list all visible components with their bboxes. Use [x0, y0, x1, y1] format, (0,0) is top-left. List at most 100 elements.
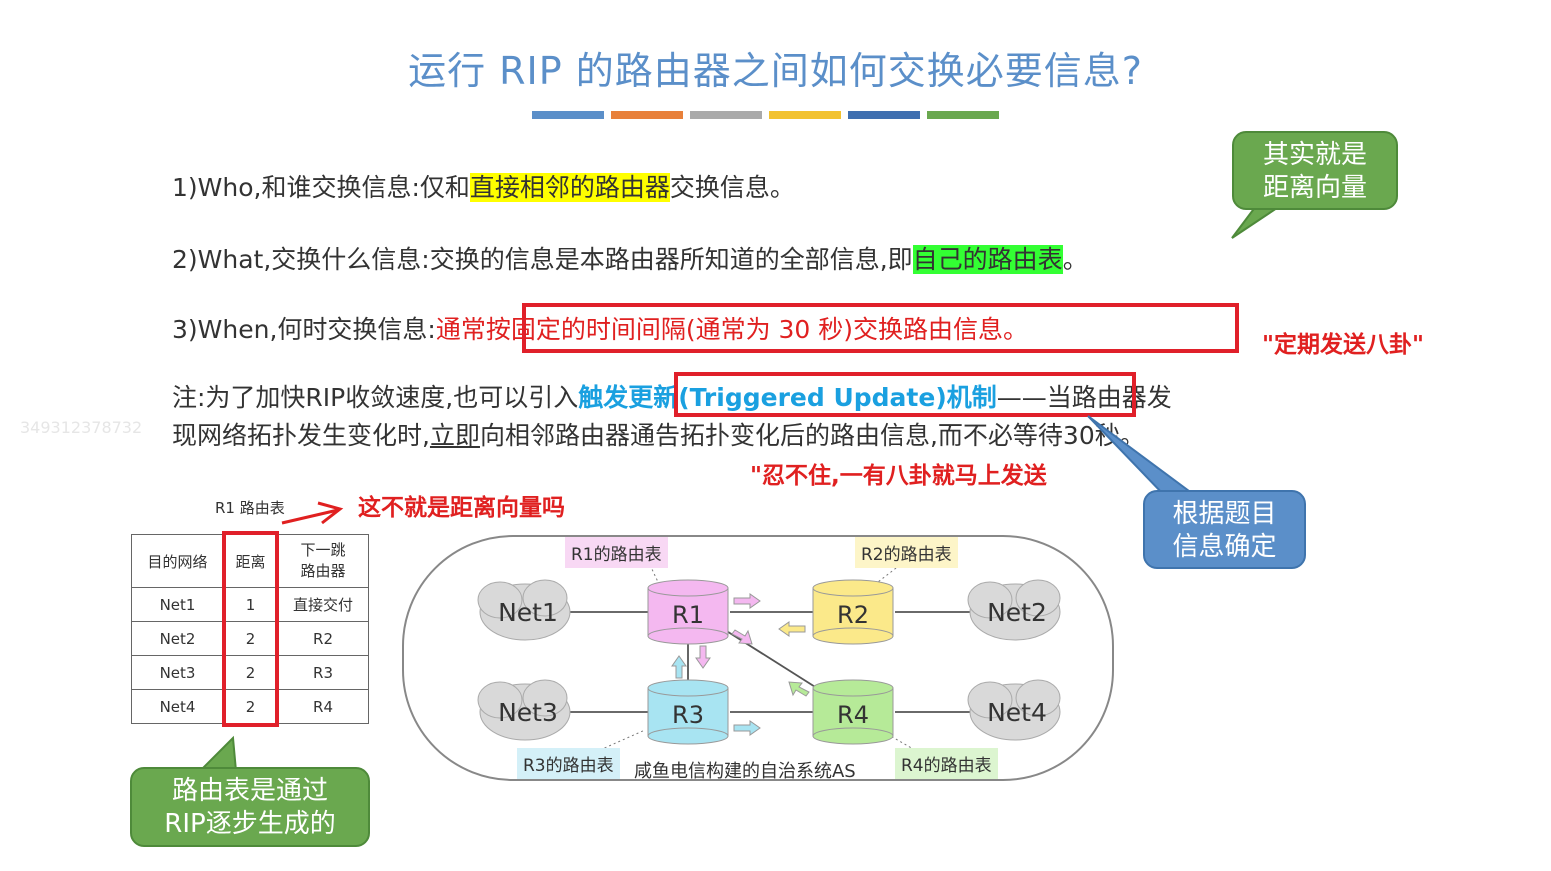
arrow-left-icon: [778, 621, 806, 637]
router-top: [812, 679, 894, 697]
page-title: 运行 RIP 的路由器之间如何交换必要信息?: [408, 49, 1143, 93]
cloud-shape: [477, 681, 523, 719]
r2-table-tag: R2的路由表: [855, 537, 958, 568]
routing-table-header: 目的网络 距离 下一跳 路由器: [131, 534, 369, 588]
red-arrow-head: [317, 501, 344, 525]
routing-table-caption: R1 路由表: [215, 499, 285, 517]
net2-label: Net2: [987, 598, 1047, 627]
note-prefix: 注:为了加快RIP收敛速度,也可以引入: [172, 383, 579, 412]
distance-vector-note: 这不就是距离向量吗: [358, 495, 565, 521]
what-highlight: 自己的路由表: [912, 245, 1063, 274]
who-highlight: 直接相邻的路由器: [469, 173, 670, 202]
cloud-shape: [967, 681, 1013, 719]
by-question-callout: 根据题目 信息确定: [1143, 490, 1306, 569]
note-line2-b: 向相邻路由器通告拓扑变化后的路由信息,而不必等待30秒。: [479, 421, 1145, 450]
triggered-note: "忍不住,一有八卦就马上发送: [750, 463, 1047, 489]
table-cell: Net1: [131, 587, 224, 622]
arrow-right-icon: [733, 593, 761, 609]
routing-table: 目的网络 距离 下一跳 路由器 Net1 1 直接交付 Net2 2 R2 Ne…: [131, 534, 369, 724]
as-boundary: [402, 535, 1114, 781]
net4-cloud: Net4: [967, 679, 1061, 741]
router-r4: R4: [812, 679, 894, 745]
rip-generated-callout: 路由表是通过 RIP逐步生成的: [130, 767, 370, 847]
router-r3: R3: [647, 679, 729, 745]
distance-vector-callout-text: 其实就是 距离向量: [1262, 140, 1367, 203]
exchange-arrows: [671, 593, 810, 736]
cloud-shape: [522, 679, 568, 717]
when-prefix: 3)When,何时交换信息:: [172, 315, 436, 344]
router-r2-label: R2: [837, 601, 869, 629]
arrow-diagonal-icon: [731, 629, 753, 645]
router-top: [647, 679, 729, 697]
table-cell: Net3: [131, 655, 224, 690]
by-question-callout-text: 根据题目 信息确定: [1172, 499, 1277, 562]
title-bar-3: [690, 111, 762, 119]
net3-cloud: Net3: [477, 679, 571, 741]
net3-label: Net3: [498, 698, 558, 727]
when-red-box: [522, 303, 1239, 353]
r4-tag-connector: [879, 729, 916, 751]
table-cell: R2: [277, 621, 369, 656]
table-cell: 直接交付: [277, 587, 369, 622]
blue-callout-pointer: [1087, 415, 1197, 495]
router-bottom: [647, 727, 729, 745]
arrow-up-icon: [671, 655, 687, 679]
r1-tag-connector: [649, 564, 659, 583]
title-bar-1: [532, 111, 604, 119]
distance-column-red-box: [222, 531, 279, 727]
when-line: 3)When,何时交换信息:通常按固定的时间间隔(通常为 30 秒)交换路由信息…: [172, 310, 1028, 346]
table-cell: R4: [277, 689, 369, 724]
cloud-shape: [1015, 579, 1061, 617]
note-line2-a: 现网络拓扑发生变化时,: [172, 421, 430, 450]
router-r1-label: R1: [672, 601, 704, 629]
cloud-shape: [1015, 679, 1061, 717]
arrow-diagonal-icon: [788, 681, 810, 697]
what-suffix: 。: [1062, 245, 1088, 274]
title-bar-4: [769, 111, 841, 119]
header-destination: 目的网络: [131, 534, 224, 588]
watermark: 349312378732: [20, 418, 143, 437]
periodic-note: "定期发送八卦": [1262, 332, 1424, 358]
router-bottom: [647, 627, 729, 645]
table-cell: Net2: [131, 621, 224, 656]
router-bottom: [812, 627, 894, 645]
link-r1-r4: [724, 629, 821, 691]
title-bar-5: [848, 111, 920, 119]
table-cell: Net4: [131, 689, 224, 724]
table-cell: R3: [277, 655, 369, 690]
cloud-shape: [967, 581, 1013, 619]
note-line2-under: 立即: [429, 421, 480, 450]
table-row: Net2 2 R2: [131, 621, 369, 656]
when-boxed: 通常按固定的时间间隔(通常为 30 秒)交换路由信息。: [435, 315, 1029, 344]
cloud-shape: [477, 581, 523, 619]
net4-label: Net4: [987, 698, 1047, 727]
what-line: 2)What,交换什么信息:交换的信息是本路由器所知道的全部信息,即自己的路由表…: [172, 240, 1088, 276]
router-bottom: [812, 727, 894, 745]
router-r3-label: R3: [672, 701, 704, 729]
triggered-red-box: [674, 372, 1136, 417]
rip-generated-callout-text: 路由表是通过 RIP逐步生成的: [164, 776, 336, 839]
who-line: 1)Who,和谁交换信息:仅和直接相邻的路由器交换信息。: [172, 168, 795, 204]
note-line-2: 现网络拓扑发生变化时,立即向相邻路由器通告拓扑变化后的路由信息,而不必等待30秒…: [172, 416, 1145, 452]
what-prefix: 2)What,交换什么信息:交换的信息是本路由器所知道的全部信息,即: [172, 245, 913, 274]
as-label: 咸鱼电信构建的自治系统AS: [634, 761, 856, 782]
router-r2: R2: [812, 579, 894, 645]
red-arrow-line: [281, 508, 339, 525]
who-prefix: 1)Who,和谁交换信息:仅和: [172, 173, 470, 202]
distance-vector-callout: 其实就是 距离向量: [1232, 131, 1398, 210]
cloud-shape: [522, 579, 568, 617]
net2-cloud: Net2: [967, 579, 1061, 641]
router-top: [812, 579, 894, 597]
title-bar-2: [611, 111, 683, 119]
note-line-1: 注:为了加快RIP收敛速度,也可以引入触发更新(Triggered Update…: [172, 378, 1172, 414]
who-suffix: 交换信息。: [669, 173, 795, 202]
r4-table-tag: R4的路由表: [895, 748, 998, 779]
router-r1: R1: [647, 579, 729, 645]
arrow-right-icon: [733, 720, 761, 736]
header-next-hop: 下一跳 路由器: [277, 534, 369, 588]
as-diagram: Net1 Net2 Net3 Net4 R1 R2 R3: [402, 535, 1114, 781]
r1-table-tag: R1的路由表: [565, 537, 668, 568]
net1-label: Net1: [498, 598, 558, 627]
table-row: Net1 1 直接交付: [131, 587, 369, 622]
note-highlight: 触发更新(Triggered Update)机制: [578, 383, 997, 412]
